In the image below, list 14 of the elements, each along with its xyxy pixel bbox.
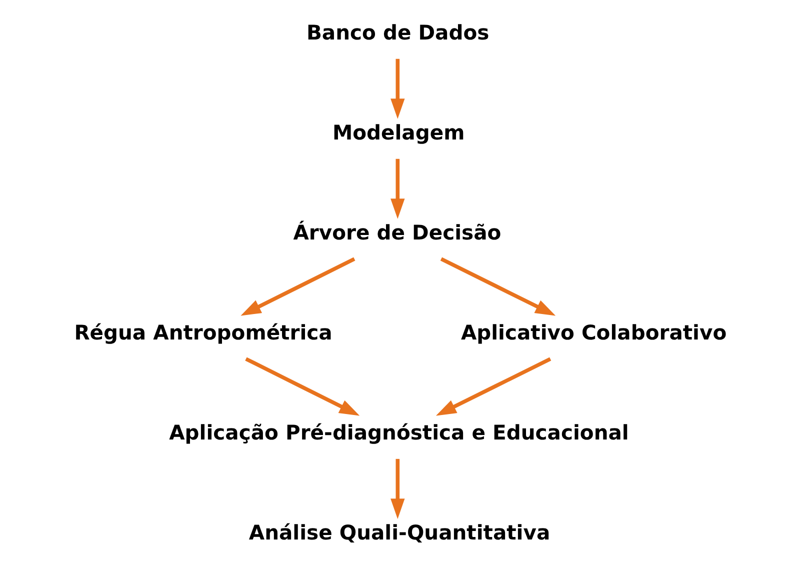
node-text: Análise Quali-Quantitativa	[248, 520, 550, 545]
node-text: Régua Antropométrica	[74, 320, 332, 345]
arrow	[240, 257, 355, 316]
node-text: Aplicativo Colaborativo	[460, 320, 726, 345]
arrow	[390, 458, 404, 519]
node-text: Aplicação Pré-diagnóstica e Educacional	[168, 420, 628, 445]
arrow	[390, 158, 404, 219]
arrow	[440, 257, 556, 316]
node-text: Árvore de Decisão	[292, 220, 501, 245]
arrow	[435, 357, 551, 416]
node-text: Banco de Dados	[306, 20, 489, 45]
node-text: Modelagem	[332, 120, 464, 145]
arrow	[244, 357, 360, 416]
arrow	[390, 58, 404, 119]
